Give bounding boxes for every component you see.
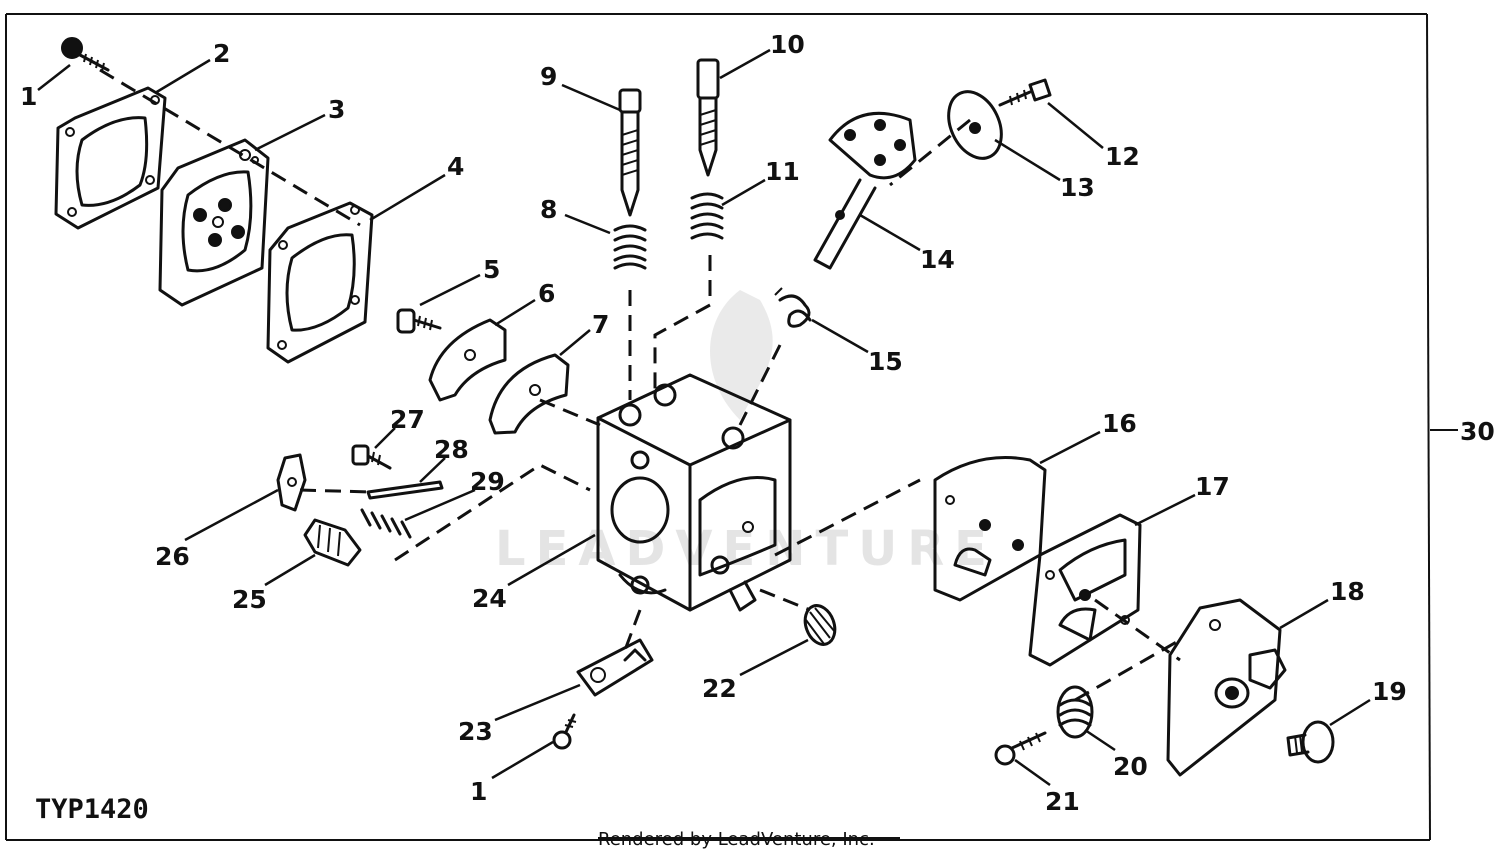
callout-4: 4 bbox=[447, 152, 464, 181]
callout-numbers: 1 2 3 4 5 6 7 8 9 10 11 12 13 14 15 16 1… bbox=[20, 30, 1495, 816]
screw-part-1-top bbox=[61, 37, 110, 72]
callout-20: 20 bbox=[1113, 752, 1148, 781]
spring-part-15 bbox=[774, 287, 812, 328]
spring-part-29 bbox=[360, 508, 412, 539]
spring-part-11 bbox=[690, 192, 724, 240]
callout-26: 26 bbox=[155, 542, 190, 571]
callout-23: 23 bbox=[458, 717, 493, 746]
callout-1-top: 1 bbox=[20, 82, 37, 111]
callout-13: 13 bbox=[1060, 173, 1095, 202]
callout-29: 29 bbox=[470, 467, 505, 496]
callout-1-bottom: 1 bbox=[470, 777, 487, 806]
figure-code: TYP1420 bbox=[35, 794, 149, 825]
diagram-frame bbox=[5, 13, 1458, 841]
callout-25: 25 bbox=[232, 585, 267, 614]
screw-part-12 bbox=[998, 78, 1052, 107]
screw-part-1-bottom bbox=[552, 713, 577, 750]
cover-plate-part-6 bbox=[428, 318, 507, 402]
callout-8: 8 bbox=[540, 195, 557, 224]
needle-part-9 bbox=[618, 88, 642, 217]
callout-24: 24 bbox=[472, 584, 507, 613]
callout-14: 14 bbox=[920, 245, 955, 274]
watermark-text: LEADVENTURE bbox=[495, 521, 997, 577]
callout-5: 5 bbox=[483, 255, 500, 284]
spring-part-8 bbox=[613, 224, 647, 270]
callout-16: 16 bbox=[1102, 409, 1137, 438]
carburetor-body-part-24 bbox=[596, 373, 792, 612]
throttle-shaft-part-14 bbox=[813, 111, 917, 270]
callout-28: 28 bbox=[434, 435, 469, 464]
callout-6: 6 bbox=[538, 279, 555, 308]
gasket-part-2 bbox=[54, 86, 167, 230]
callout-18: 18 bbox=[1330, 577, 1365, 606]
callout-22: 22 bbox=[702, 674, 737, 703]
callout-2: 2 bbox=[213, 39, 230, 68]
filter-screen-part-22 bbox=[803, 604, 837, 646]
throttle-plate-part-13 bbox=[947, 90, 1003, 160]
needle-part-10 bbox=[696, 58, 720, 177]
callout-30-assembly: 30 bbox=[1460, 417, 1495, 446]
gasket-part-4 bbox=[266, 201, 374, 364]
callout-12: 12 bbox=[1105, 142, 1140, 171]
screw-part-21 bbox=[994, 731, 1047, 766]
callout-27: 27 bbox=[390, 405, 425, 434]
callout-19: 19 bbox=[1372, 677, 1407, 706]
callout-leader-lines bbox=[37, 48, 1371, 787]
screw-part-19 bbox=[1286, 720, 1335, 764]
inlet-lever-part-26 bbox=[276, 453, 307, 512]
callout-7: 7 bbox=[592, 310, 609, 339]
pin-part-28 bbox=[366, 480, 444, 500]
metering-cover-part-18 bbox=[1166, 598, 1287, 777]
leadventure-watermark: LEADVENTURE bbox=[495, 290, 997, 577]
callout-15: 15 bbox=[868, 347, 903, 376]
needle-valve-part-25 bbox=[303, 518, 362, 567]
credit-text: Rendered by LeadVenture, Inc. bbox=[598, 829, 875, 850]
cover-plate-part-7 bbox=[488, 353, 570, 435]
callout-11: 11 bbox=[765, 157, 800, 186]
screw-part-5 bbox=[396, 308, 442, 334]
callout-21: 21 bbox=[1045, 787, 1080, 816]
callout-10: 10 bbox=[770, 30, 805, 59]
callout-17: 17 bbox=[1195, 472, 1230, 501]
screw-part-27 bbox=[351, 444, 392, 470]
pump-cover-part-3 bbox=[158, 138, 270, 307]
callout-3: 3 bbox=[328, 95, 345, 124]
gasket-part-17 bbox=[1028, 513, 1142, 667]
callout-9: 9 bbox=[540, 62, 557, 91]
bracket-part-23 bbox=[576, 638, 654, 697]
spring-part-20 bbox=[1056, 685, 1094, 739]
